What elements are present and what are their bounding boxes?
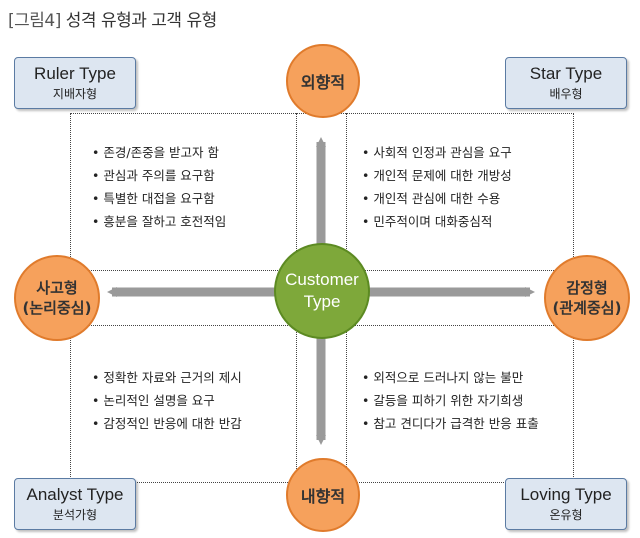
figure-tag: [그림4] [8,11,61,31]
analyst-type-box: Analyst Type 분석가형 [14,478,136,530]
list-item: 외적으로 드러나지 않는 불만 [362,366,539,389]
list-item: 관심과 주의를 요구함 [92,164,226,187]
ruler-type-korean: 지배자형 [52,87,98,101]
center-line1: Customer [285,270,359,289]
analyst-traits-list: 정확한 자료와 근거의 제시 논리적인 설명을 요구 감정적인 반응에 대한 반… [92,366,242,435]
loving-type-box: Loving Type 온유형 [505,478,627,530]
star-traits-list: 사회적 인정과 관심을 요구 개인적 문제에 대한 개방성 개인적 관심에 대한… [362,141,512,233]
list-item: 논리적인 설명을 요구 [92,389,242,412]
extrovert-label: 외향적 [300,73,346,92]
analyst-type-korean: 분석가형 [52,508,98,522]
loving-type-label: Loving Type [520,485,612,504]
introvert-label: 내향적 [300,487,346,506]
loving-traits-list: 외적으로 드러나지 않는 불만 갈등을 피하기 위한 자기희생 참고 견디다가 … [362,366,539,435]
thinking-circle: 사고형 (논리중심) [14,255,100,341]
figure-title-text: 성격 유형과 고객 유형 [65,11,217,31]
figure-title: [그림4] 성격 유형과 고객 유형 [8,6,217,31]
loving-type-korean: 온유형 [549,508,583,522]
analyst-type-label: Analyst Type [26,485,124,504]
list-item: 갈등을 피하기 위한 자기희생 [362,389,539,412]
ruler-traits-list: 존경/존중을 받고자 함 관심과 주의를 요구함 특별한 대접을 요구함 흥분을… [92,141,226,233]
list-item: 참고 견디다가 급격한 반응 표출 [362,412,538,435]
feeling-label: 감정형 [566,279,608,297]
list-item: 특별한 대접을 요구함 [92,187,226,210]
introvert-circle: 내향적 [286,458,360,532]
star-type-box: Star Type 배우형 [505,57,627,109]
ruler-type-label: Ruler Type [34,64,116,83]
list-item: 민주적이며 대화중심적 [362,210,512,233]
list-item: 감정적인 반응에 대한 반감 [92,412,241,435]
list-item: 개인적 관심에 대한 수용 [362,187,512,210]
list-item: 정확한 자료와 근거의 제시 [92,366,241,389]
thinking-sublabel: (논리중심) [22,299,92,317]
ruler-type-box: Ruler Type 지배자형 [14,57,136,109]
feeling-circle: 감정형 (관계중심) [544,255,630,341]
thinking-label: 사고형 [36,279,78,297]
list-item: 개인적 문제에 대한 개방성 [362,164,511,187]
feeling-sublabel: (관계중심) [552,299,622,317]
list-item: 존경/존중을 받고자 함 [92,141,226,164]
list-item: 흥분을 잘하고 호전적임 [92,210,226,233]
center-line2: Type [303,292,341,311]
star-type-korean: 배우형 [549,87,583,101]
star-type-label: Star Type [529,64,603,83]
list-item: 사회적 인정과 관심을 요구 [362,141,511,164]
customer-type-circle: Customer Type [274,243,370,339]
extrovert-circle: 외향적 [286,44,360,118]
